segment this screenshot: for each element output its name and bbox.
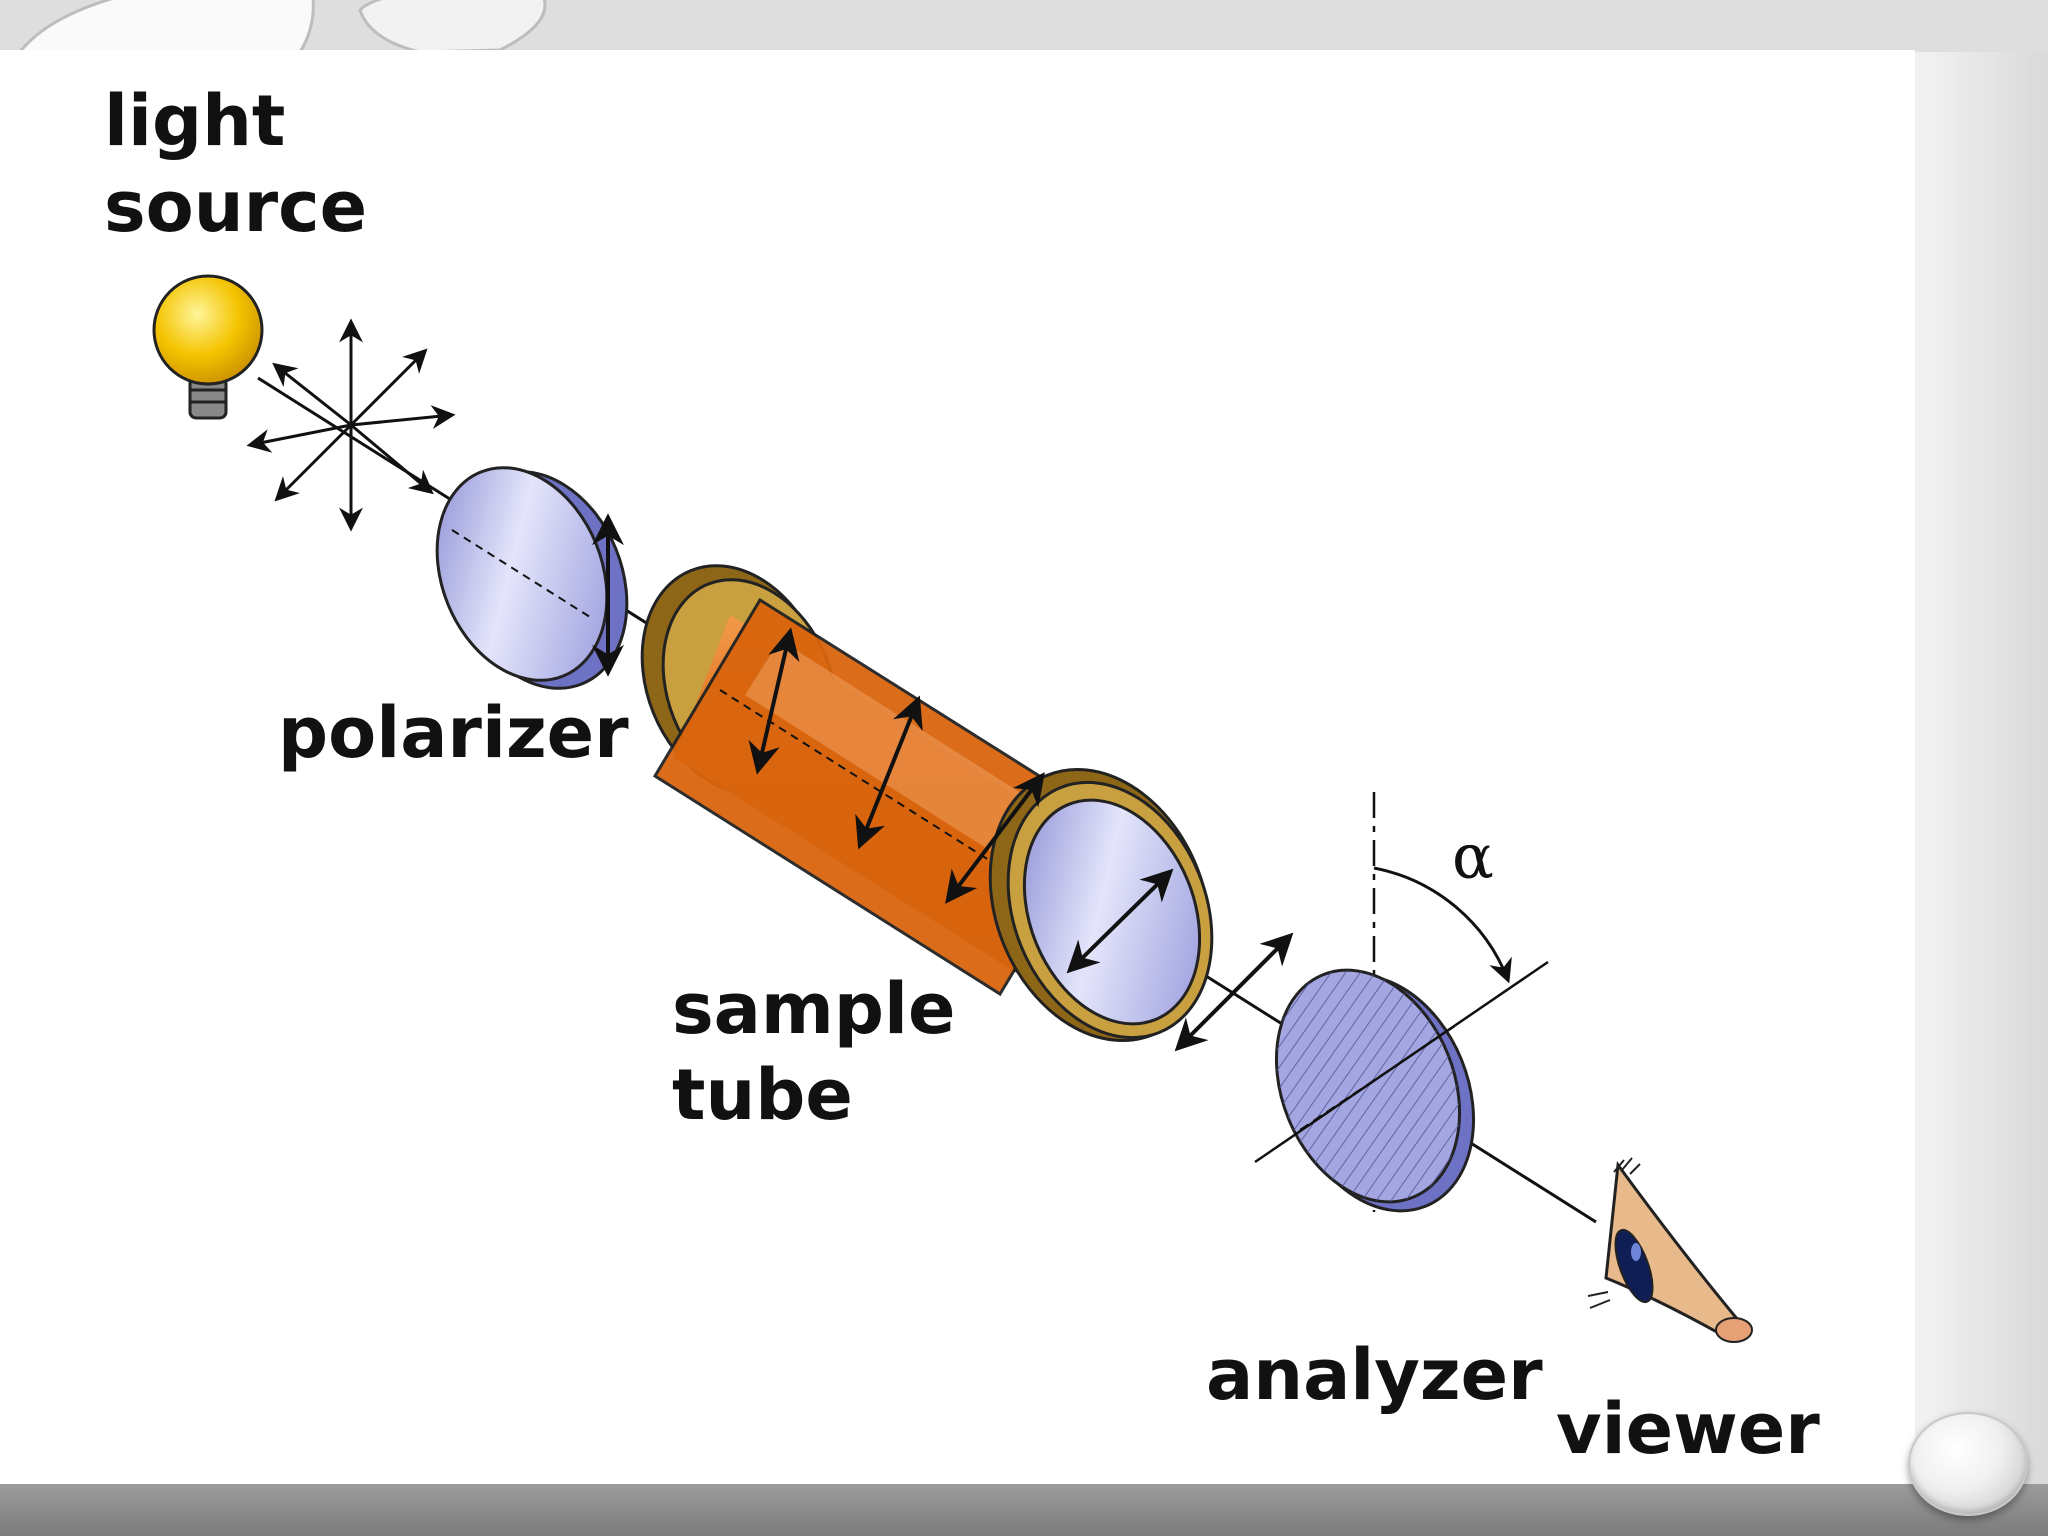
sample-tube-line2: tube [672, 1054, 853, 1136]
unpolarized-light-icon [246, 318, 456, 532]
next-slide-button[interactable] [1908, 1412, 2028, 1516]
viewer-label: viewer [1556, 1388, 1820, 1470]
angle-alpha-label: α [1452, 820, 1494, 893]
polarizer-disk [435, 466, 629, 690]
analyzer-label: analyzer [1206, 1334, 1543, 1416]
top-decoration [0, 0, 2048, 52]
eye-icon [1587, 1157, 1753, 1343]
angle-arc [1373, 866, 1512, 984]
sample-tube-line1: sample [672, 968, 956, 1050]
sample-tube-label: sample tube [672, 966, 955, 1138]
rotating-arrows [748, 627, 1294, 1052]
light-source-line1: light [104, 80, 286, 162]
light-source-line2: source [104, 166, 368, 248]
analyzer-disk [1254, 792, 1549, 1213]
polarizer-label: polarizer [278, 692, 629, 774]
light-bulb-icon [152, 274, 264, 420]
bottom-bar [0, 1484, 2048, 1536]
light-source-label: light source [104, 78, 367, 250]
